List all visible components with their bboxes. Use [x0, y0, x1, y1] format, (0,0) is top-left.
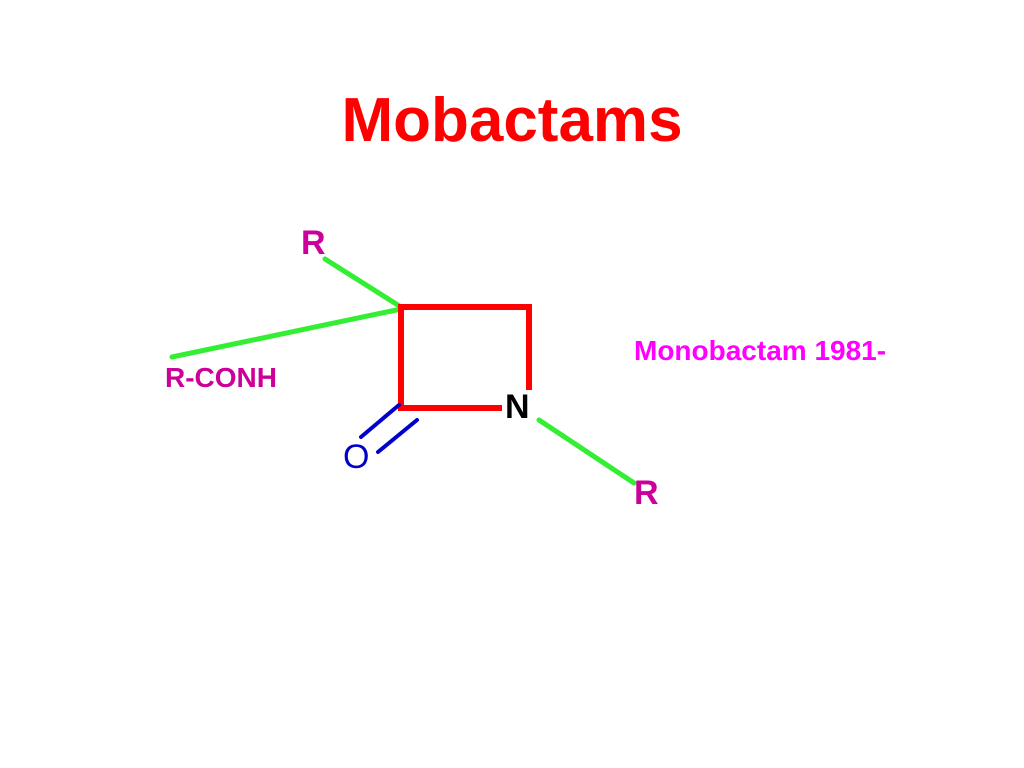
- beta-lactam-ring: [398, 304, 532, 411]
- ring-nitrogen-label: N: [505, 388, 530, 426]
- bond-rconh: [169, 306, 404, 360]
- carbonyl-bond-2: [376, 418, 419, 454]
- substituent-n-label: R: [634, 474, 659, 512]
- slide-title: Mobactams: [341, 86, 683, 155]
- bond-n-r: [536, 417, 637, 486]
- carbonyl-bond-1: [359, 403, 401, 439]
- carbonyl-oxygen-label: O: [343, 438, 370, 476]
- substituent-left-label: R-CONH: [165, 362, 277, 393]
- bond-top-r: [322, 256, 404, 310]
- substituent-top-label: R: [301, 224, 326, 262]
- monobactam-note: Monobactam 1981-: [634, 335, 887, 366]
